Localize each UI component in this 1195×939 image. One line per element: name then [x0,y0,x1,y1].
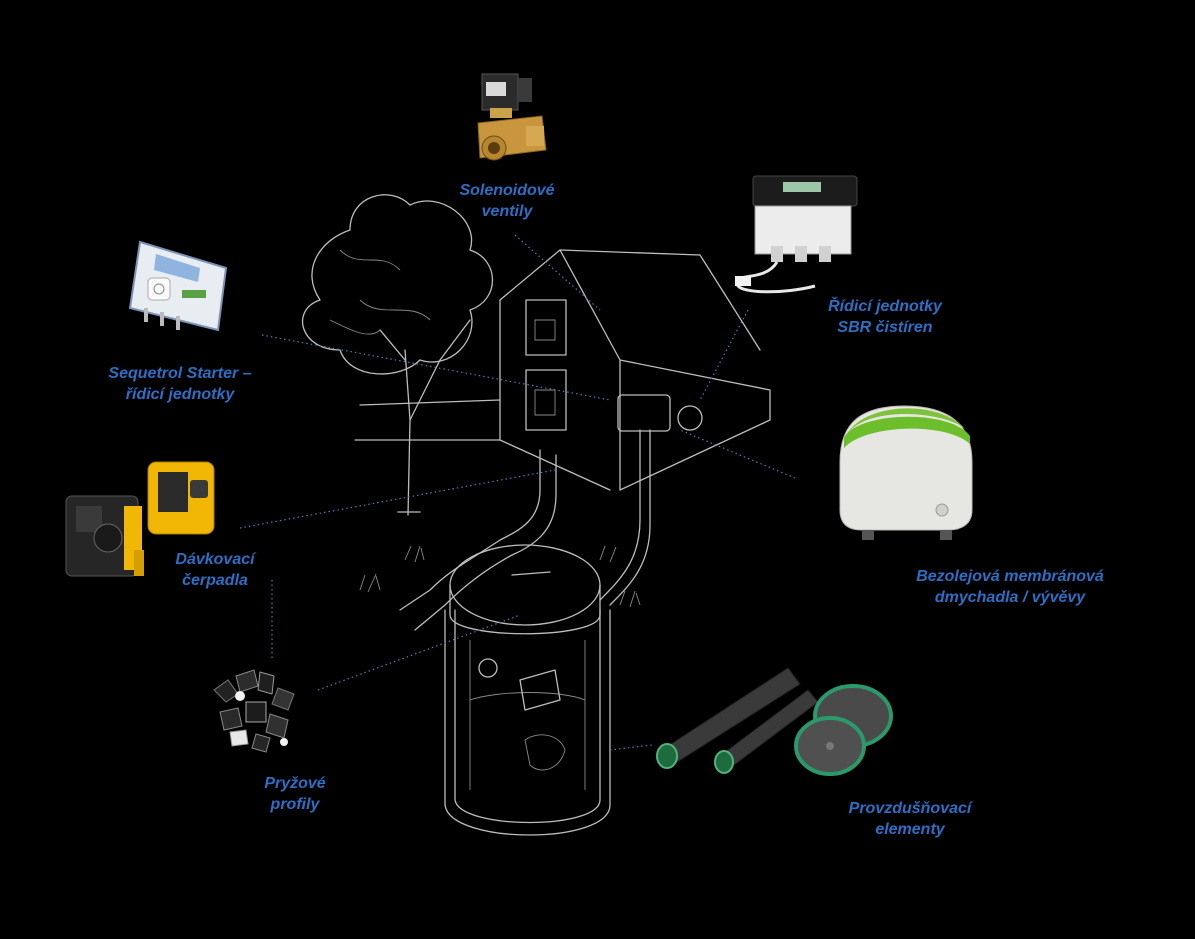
sbr-control-unit-label: Řídicí jednotky SBR čistíren [828,298,942,336]
leader-lines [239,234,796,751]
tree-sketch [302,194,493,516]
dosing-pumps-image [65,461,215,577]
sbr-control-unit-image [735,175,858,294]
membrane-blower-image [839,405,973,540]
sequetrol-controller-label: Sequetrol Starter – řídicí jednotky [108,365,252,403]
septic-tank-sketch [444,544,611,836]
solenoid-valve-image [477,73,547,161]
aeration-elements-label: Provzdušňovací elementy [848,800,972,838]
dosing-pumps-label: Dávkovací čerpadla [175,551,255,589]
solenoid-valve-label: Solenoidové ventily [459,182,555,220]
grass-sketch [359,545,641,608]
aeration-elements-image [656,667,893,776]
rubber-profiles-image [213,669,295,753]
rubber-profiles-label: Pryžové profily [264,775,326,813]
pipe-sketch [399,429,651,631]
membrane-blower-label: Bezolejová membránová dmychadla / vývěvy [916,568,1104,606]
sequetrol-controller-image [128,240,228,332]
house-sketch [354,249,771,491]
